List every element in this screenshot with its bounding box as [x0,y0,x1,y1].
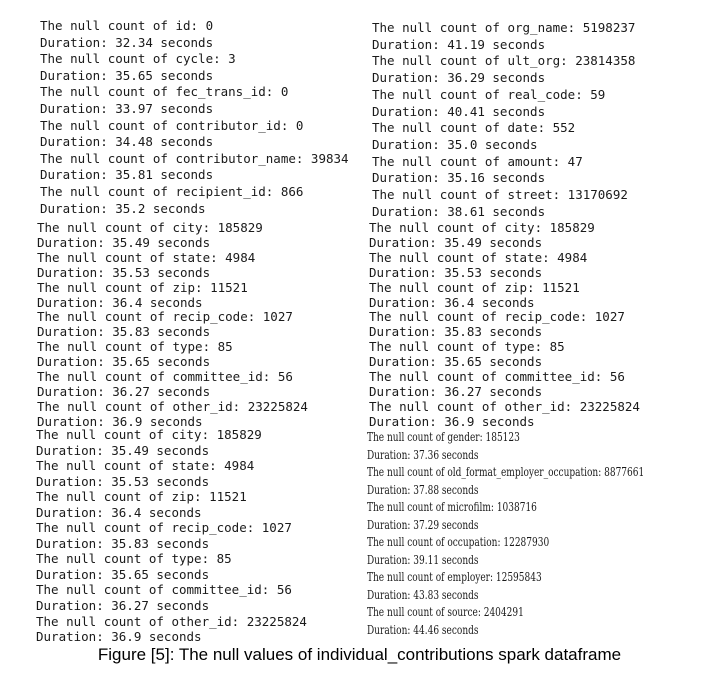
output-line: Duration: 35.0 seconds [372,136,538,152]
output-line: The null count of recipient_id: 866 [40,183,304,199]
output-line: The null count of amount: 47 [372,153,583,169]
output-line: The null count of committee_id: 56 [369,370,625,385]
output-line: The null count of other_id: 23225824 [36,613,307,629]
output-line: The null count of id: 0 [40,18,214,33]
output-line: The null count of contributor_name: 3983… [40,150,349,166]
output-line: The null count of zip: 11521 [36,489,247,505]
output-line: The null count of other_id: 23225824 [369,399,640,414]
output-line: Duration: 43.83 seconds [367,586,479,602]
output-line: Duration: 36.9 seconds [36,629,202,645]
output-line: Duration: 36.27 seconds [37,384,211,399]
output-line: Duration: 35.81 seconds [40,167,214,183]
output-line: Duration: 33.97 seconds [40,100,214,116]
output-line: Duration: 35.16 seconds [372,170,546,186]
output-line: Duration: 44.46 seconds [367,621,479,637]
output-line: The null count of source: 2404291 [367,604,524,619]
output-line: Duration: 37.29 seconds [367,516,479,532]
output-line: Duration: 36.4 seconds [36,504,202,520]
output-line: The null count of occupation: 12287930 [367,534,550,549]
output-line: The null count of recip_code: 1027 [37,310,293,325]
figure-caption: Figure [5]: The null values of individua… [97,645,622,664]
output-line: The null count of real_code: 59 [372,86,606,102]
output-line: Duration: 39.11 seconds [367,551,479,567]
output-line: Duration: 36.27 seconds [36,598,210,614]
output-line: Duration: 36.9 seconds [37,414,203,429]
output-line: Duration: 35.83 seconds [37,325,211,340]
output-line: Duration: 35.49 seconds [369,235,543,250]
output-line: The null count of state: 4984 [37,250,256,265]
output-line: Duration: 35.53 seconds [37,265,211,280]
output-line: Duration: 35.83 seconds [36,535,210,551]
output-line: The null count of contributor_id: 0 [40,117,304,133]
output-line: Duration: 35.65 seconds [369,355,543,370]
output-line: The null count of type: 85 [369,340,565,355]
output-line: The null count of street: 13170692 [372,187,628,203]
output-line: Duration: 34.48 seconds [40,134,214,150]
output-line: Duration: 41.19 seconds [372,36,546,52]
output-line: Duration: 35.65 seconds [40,67,214,83]
output-line: The null count of committee_id: 56 [36,582,292,598]
output-line: The null count of recip_code: 1027 [36,520,292,536]
output-line: The null count of employer: 12595843 [367,569,542,584]
output-line: The null count of microfilm: 1038716 [367,499,537,514]
output-line: The null count of city: 185829 [369,221,595,235]
output-line: The null count of committee_id: 56 [37,370,293,385]
output-line: Duration: 35.83 seconds [369,325,543,340]
output-line: Duration: 37.36 seconds [367,446,479,462]
output-line: The null count of type: 85 [37,340,233,355]
output-line: The null count of zip: 11521 [37,280,248,295]
output-line: Duration: 35.65 seconds [37,355,211,370]
output-line: Duration: 32.34 seconds [40,34,214,50]
output-line: Duration: 36.29 seconds [372,70,546,86]
output-line: The null count of state: 4984 [36,458,255,474]
output-line: The null count of ult_org: 23814358 [372,53,636,69]
output-line: The null count of zip: 11521 [369,280,580,295]
output-line: The null count of old_format_employer_oc… [367,464,645,479]
output-line: Duration: 37.88 seconds [367,481,479,497]
output-line: Duration: 38.61 seconds [372,203,546,219]
output-line: Duration: 36.27 seconds [369,384,543,399]
output-line: Duration: 35.53 seconds [36,473,210,489]
output-line: Duration: 35.49 seconds [37,235,211,250]
output-line: The null count of other_id: 23225824 [37,399,308,414]
output-line: Duration: 36.4 seconds [369,295,535,310]
output-line: The null count of city: 185829 [37,221,263,235]
output-line: The null count of org_name: 5198237 [372,20,636,35]
output-line: The null count of recip_code: 1027 [369,310,625,325]
output-line: Duration: 35.53 seconds [369,265,543,280]
output-line: Duration: 36.9 seconds [369,414,535,429]
output-line: Duration: 35.65 seconds [36,566,210,582]
output-line: Duration: 36.4 seconds [37,295,203,310]
output-line: The null count of gender: 185123 [367,429,520,444]
output-line: The null count of date: 552 [372,120,576,136]
output-line: Duration: 35.49 seconds [36,442,210,458]
output-line: The null count of type: 85 [36,551,232,567]
output-line: The null count of state: 4984 [369,250,588,265]
output-line: Duration: 35.2 seconds [40,200,206,216]
output-line: Duration: 40.41 seconds [372,103,546,119]
output-line: The null count of city: 185829 [36,427,262,442]
output-line: The null count of cycle: 3 [40,51,236,67]
output-line: The null count of fec_trans_id: 0 [40,84,289,100]
